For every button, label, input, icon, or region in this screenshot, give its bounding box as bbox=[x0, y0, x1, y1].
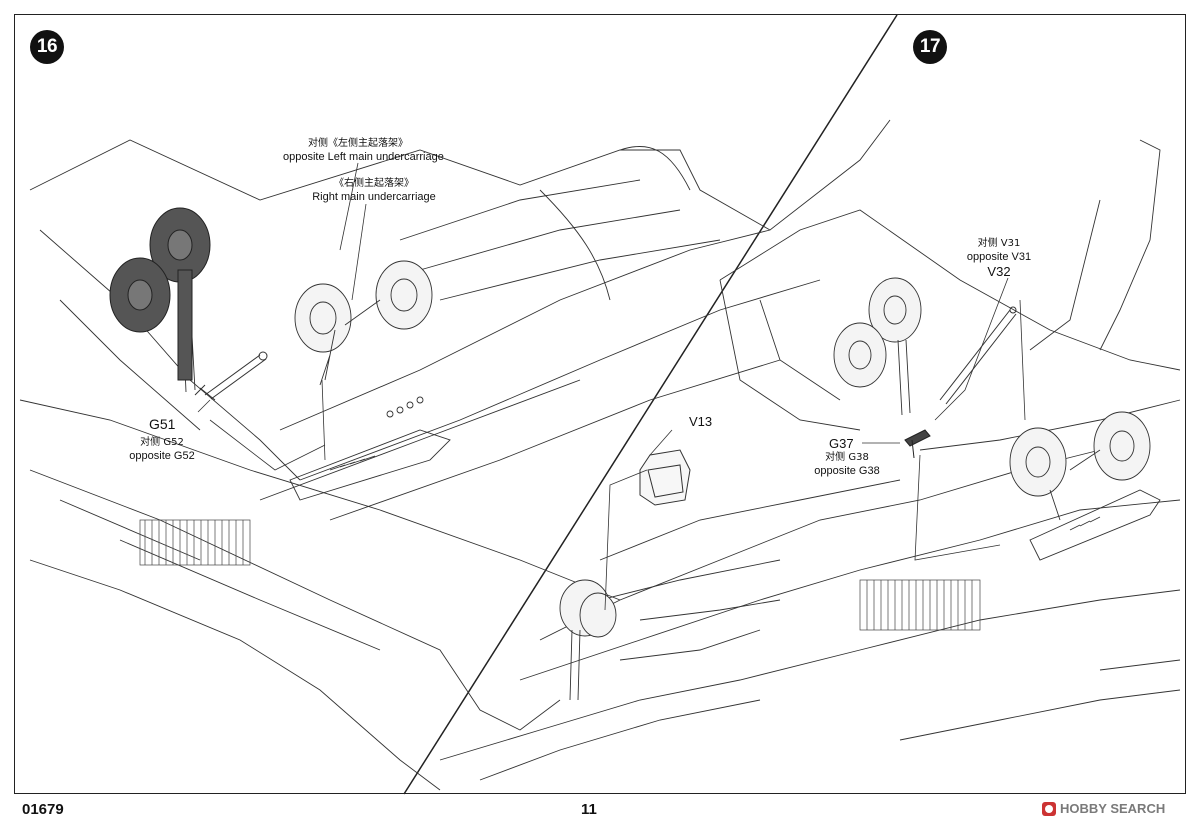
intake-grille-17 bbox=[859, 579, 981, 631]
part-v32-drawing bbox=[939, 306, 1017, 405]
part-g38-en: opposite G38 bbox=[814, 464, 880, 477]
label-right-undercarriage: 《右侧主起落架》 Right main undercarriage bbox=[300, 178, 448, 204]
page-number: 11 bbox=[581, 801, 597, 818]
part-v32-label: V32 bbox=[987, 264, 1011, 280]
step-number-16: 16 bbox=[30, 30, 64, 64]
part-g38-label: 对侧 G38 opposite G38 bbox=[808, 452, 886, 478]
label-right-undercarriage-cn: 《右侧主起落架》 bbox=[334, 178, 414, 189]
part-v31-en: opposite V31 bbox=[966, 250, 1032, 263]
part-g52-label: 对侧 G52 opposite G52 bbox=[124, 437, 200, 463]
aircraft-drawing-step16 bbox=[19, 119, 891, 791]
page-frame bbox=[14, 14, 1186, 794]
part-g52-en: opposite G52 bbox=[129, 449, 195, 462]
part-g51-drawing bbox=[194, 351, 268, 401]
part-v31-cn: 对侧 V31 bbox=[977, 238, 1021, 249]
label-left-undercarriage: 对侧《左侧主起落架》 opposite Left main undercarri… bbox=[283, 138, 444, 164]
watermark-text: HOBBY SEARCH bbox=[1060, 801, 1166, 816]
label-right-undercarriage-en: Right main undercarriage bbox=[312, 190, 436, 203]
part-g52-cn: 对侧 G52 bbox=[140, 437, 184, 448]
part-g38-cn: 对侧 G38 bbox=[825, 452, 869, 463]
part-g37-drawing bbox=[904, 429, 931, 459]
part-v13-label: V13 bbox=[689, 414, 713, 429]
intake-grille-16 bbox=[139, 519, 251, 566]
main-undercarriage-step16 bbox=[294, 260, 433, 386]
product-code: 01679 bbox=[22, 801, 64, 818]
part-g51-label: G51 bbox=[149, 416, 176, 432]
hobbysearch-logo-icon bbox=[1042, 801, 1056, 816]
nose-wheels-step16 bbox=[109, 207, 211, 381]
part-v31-label: 对侧 V31 opposite V31 V32 bbox=[964, 238, 1034, 281]
aircraft-drawing-step17 bbox=[439, 139, 1181, 781]
step-number-17: 17 bbox=[913, 30, 947, 64]
nose-wheels-step17 bbox=[833, 277, 922, 416]
front-gear-step17 bbox=[559, 579, 617, 701]
watermark: HOBBY SEARCH bbox=[1042, 801, 1165, 816]
part-g37-label: G37 bbox=[829, 436, 854, 451]
label-left-undercarriage-en: opposite Left main undercarriage bbox=[283, 150, 444, 163]
leaders-step16 bbox=[197, 162, 367, 471]
leaders-step17 bbox=[604, 277, 1026, 611]
label-left-undercarriage-cn: 对侧《左侧主起落架》 bbox=[308, 138, 408, 149]
step-divider bbox=[403, 14, 898, 795]
part-v13-drawing bbox=[639, 449, 691, 506]
main-undercarriage-step17 bbox=[1009, 411, 1151, 521]
